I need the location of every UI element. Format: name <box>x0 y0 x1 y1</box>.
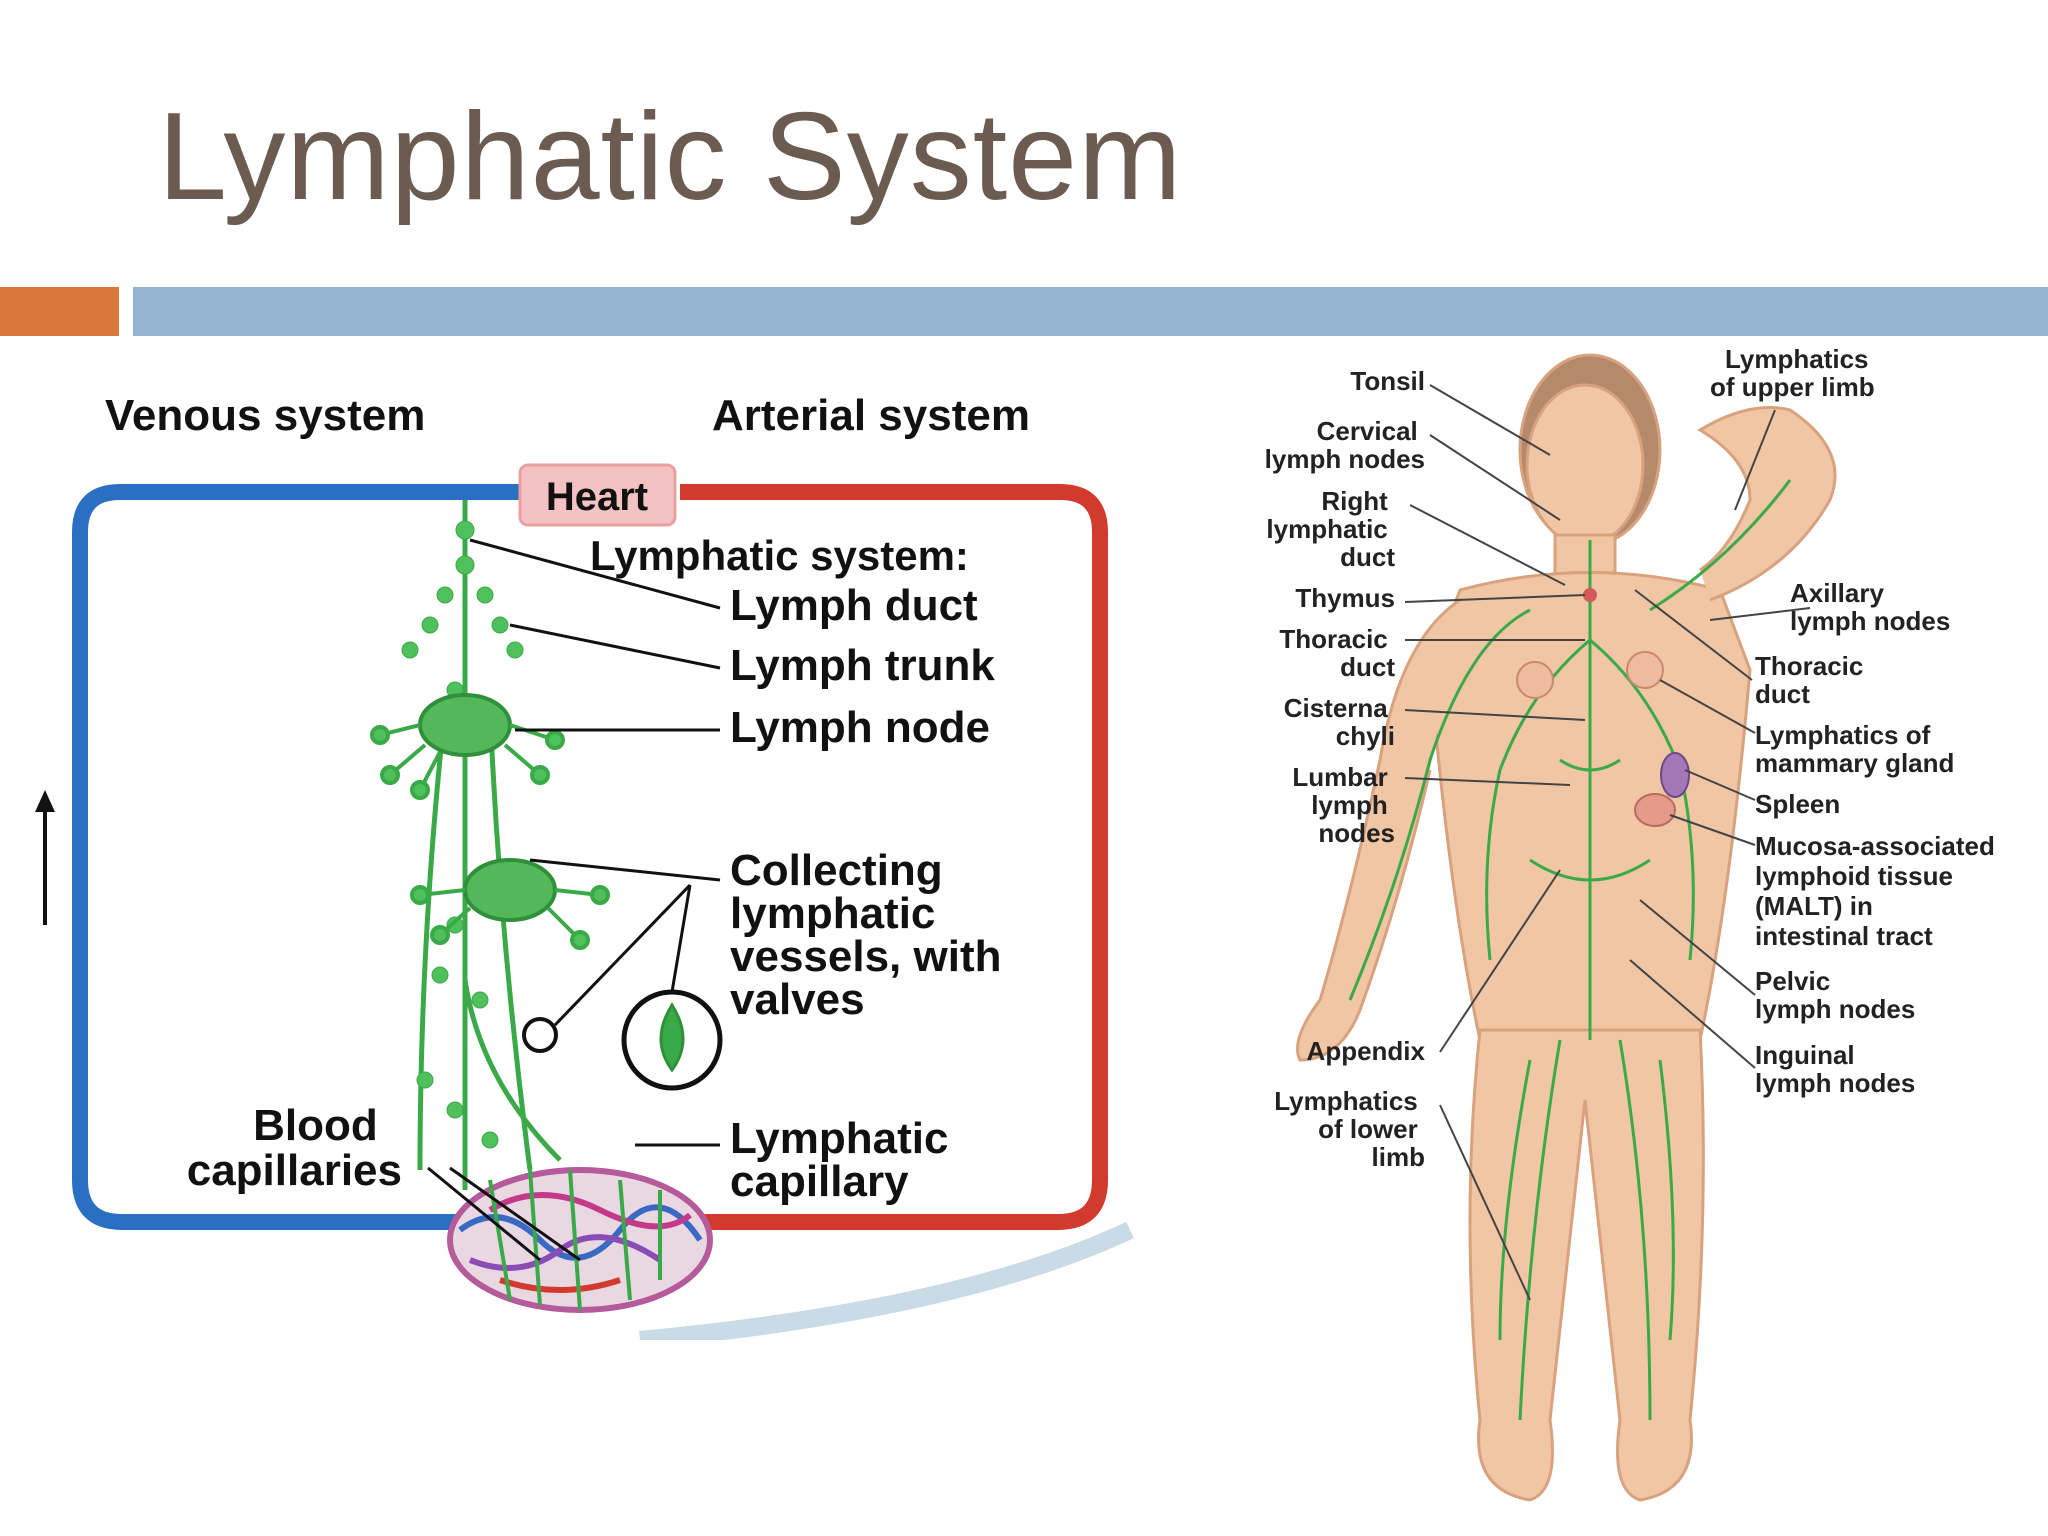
label-lumbar-lymph-nodes: Lumbar lymph nodes <box>1292 762 1395 848</box>
venous-vessel <box>72 484 520 1230</box>
capillary-bed <box>447 1167 713 1313</box>
slide-title: Lymphatic System <box>158 88 1183 226</box>
label-lymphatics-upper-limb: Lymphatics of upper limb <box>1710 344 1876 402</box>
title-accent-bar <box>0 287 119 336</box>
label-lymphatics-lower-limb: Lymphatics of lower limb <box>1274 1086 1425 1172</box>
thymus-marker <box>1583 588 1597 602</box>
collecting-vessels-label: Collecting lymphatic vessels, with valve… <box>730 846 1014 1024</box>
malt-marker <box>1634 793 1676 827</box>
venous-system-label: Venous system <box>105 391 425 440</box>
label-tonsil: Tonsil <box>1350 366 1425 396</box>
label-thymus: Thymus <box>1295 583 1395 613</box>
valve-marker <box>522 1017 558 1053</box>
label-lymphatics-mammary-gland: Lymphatics of mammary gland <box>1755 720 1954 778</box>
circulation-diagram: Heart Venous system Arterial system Lymp… <box>72 391 1134 1340</box>
label-malt: Mucosa-associated lymphoid tissue (MALT)… <box>1755 831 2002 951</box>
lymph-node-upper <box>418 693 512 757</box>
label-axillary-lymph-nodes: Axillary lymph nodes <box>1790 578 1950 636</box>
label-thoracic-duct-right: Thoracic duct <box>1755 651 1871 709</box>
right-breast-marker <box>1626 651 1664 689</box>
label-spleen: Spleen <box>1755 789 1840 819</box>
lymph-duct-label: Lymph duct <box>730 581 978 630</box>
spleen-marker <box>1660 752 1690 798</box>
lymph-node-label: Lymph node <box>730 703 990 752</box>
label-cisterna-chyli: Cisterna chyli <box>1284 693 1395 751</box>
up-arrow-icon <box>35 790 55 925</box>
lymph-trunk-label: Lymph trunk <box>730 641 995 690</box>
arterial-system-label: Arterial system <box>712 391 1030 440</box>
lymph-node-lower <box>463 858 557 922</box>
heart-label: Heart <box>546 475 648 519</box>
label-thoracic-duct-left: Thoracic duct <box>1279 624 1395 682</box>
heart-box <box>518 463 677 527</box>
body-lymphatic-diagram: Tonsil Cervical lymph nodes Right lympha… <box>1265 344 2002 1502</box>
label-right-lymphatic-duct: Right lymphatic duct <box>1266 486 1395 572</box>
blood-capillaries-label: Blood capillaries <box>187 1101 402 1195</box>
label-pelvic-lymph-nodes: Pelvic lymph nodes <box>1755 966 1915 1024</box>
label-inguinal-lymph-nodes: Inguinal lymph nodes <box>1755 1040 1915 1098</box>
lymphatic-vessels <box>401 500 562 1190</box>
arterial-vessel <box>680 484 1108 1230</box>
left-breast-marker <box>1516 661 1554 699</box>
label-cervical-lymph-nodes: Cervical lymph nodes <box>1265 416 1425 474</box>
title-divider-bar <box>133 287 2048 336</box>
lymphatic-system-heading: Lymphatic system: <box>590 532 969 579</box>
lymphatic-capillary-label: Lymphatic capillary <box>730 1114 961 1206</box>
label-appendix: Appendix <box>1307 1036 1426 1066</box>
